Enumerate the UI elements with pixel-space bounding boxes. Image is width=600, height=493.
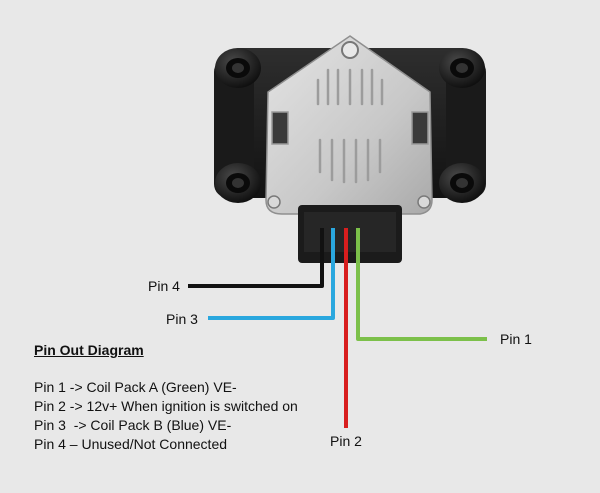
wire-pin3	[208, 228, 335, 320]
ignition-coil-pack-image	[214, 35, 486, 263]
spark-tower-bottom-right	[439, 163, 485, 203]
spark-tower-top-left	[215, 48, 261, 88]
pin-3-label: Pin 3	[166, 311, 198, 327]
legend-line-pin3: Pin 3 -> Coil Pack B (Blue) VE-	[34, 417, 232, 433]
legend-line-pin4: Pin 4 – Unused/Not Connected	[34, 436, 228, 452]
legend-line-pin1: Pin 1 -> Coil Pack A (Green) VE-	[34, 379, 237, 395]
pin-2-label: Pin 2	[330, 433, 362, 449]
pinout-legend: Pin Out Diagram Pin 1 -> Coil Pack A (Gr…	[34, 341, 298, 454]
pin-4-label: Pin 4	[148, 278, 180, 294]
legend-heading: Pin Out Diagram	[34, 342, 144, 358]
pin-1-label: Pin 1	[500, 331, 532, 347]
spark-tower-top-right	[439, 48, 485, 88]
legend-line-pin2: Pin 2 -> 12v+ When ignition is switched …	[34, 398, 298, 414]
heat-sink-ribs	[316, 68, 384, 184]
wire-pin1	[356, 228, 487, 341]
spark-tower-bottom-left	[215, 163, 261, 203]
mounting-hole	[341, 41, 359, 59]
wire-pin4	[188, 228, 324, 288]
